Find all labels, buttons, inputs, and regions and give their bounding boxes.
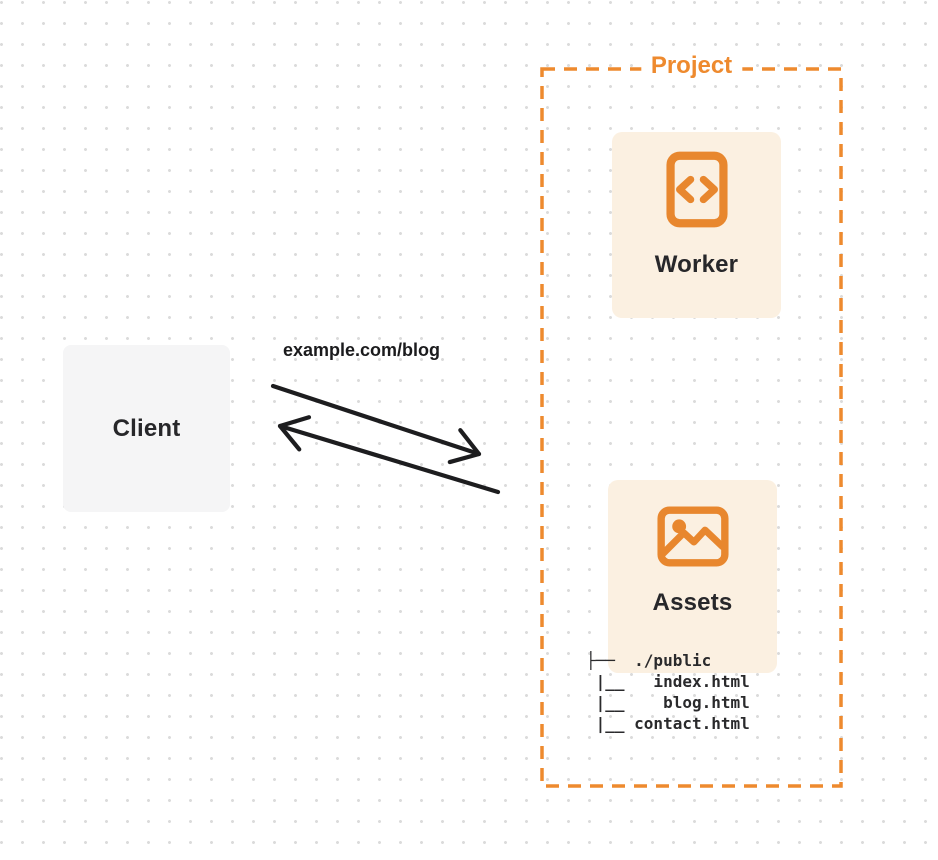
- client-label: Client: [112, 414, 181, 442]
- response-arrow: [277, 415, 501, 495]
- project-container: Project Worker Assets: [540, 51, 843, 788]
- assets-box: Assets: [608, 480, 777, 673]
- worker-box: Worker: [612, 132, 781, 318]
- tree-line-blog: |__ blog.html: [586, 693, 750, 712]
- code-file-icon: [665, 151, 728, 228]
- request-arrow: [270, 383, 482, 465]
- assets-label: Assets: [652, 589, 733, 616]
- image-icon: [656, 506, 729, 567]
- request-url-label: example.com/blog: [283, 340, 441, 360]
- tree-line-index: |__ index.html: [586, 672, 750, 691]
- worker-label: Worker: [654, 251, 739, 278]
- request-response-arrows: [270, 383, 501, 495]
- project-dashed-border: [540, 67, 843, 788]
- assets-file-tree: ├── ./public |__ index.html |__ blog.htm…: [586, 650, 750, 734]
- project-label: Project: [640, 51, 743, 80]
- tree-line-public: ├── ./public: [586, 651, 712, 670]
- tree-line-contact: |__ contact.html: [586, 714, 750, 733]
- client-box: Client: [63, 345, 230, 512]
